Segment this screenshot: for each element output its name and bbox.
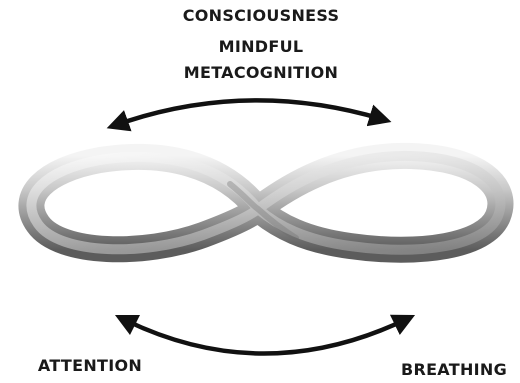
label-metacognition: METACOGNITION xyxy=(183,63,339,82)
label-attention: ATTENTION xyxy=(37,356,143,375)
infinity-loop-icon xyxy=(18,142,514,263)
bottom-curved-double-arrow-icon xyxy=(114,314,416,356)
label-breathing: BREATHING xyxy=(400,360,508,379)
label-mindful: MINDFUL xyxy=(218,37,304,56)
label-consciousness: CONSCIOUSNESS xyxy=(182,6,340,25)
top-curved-double-arrow-icon xyxy=(106,98,392,132)
